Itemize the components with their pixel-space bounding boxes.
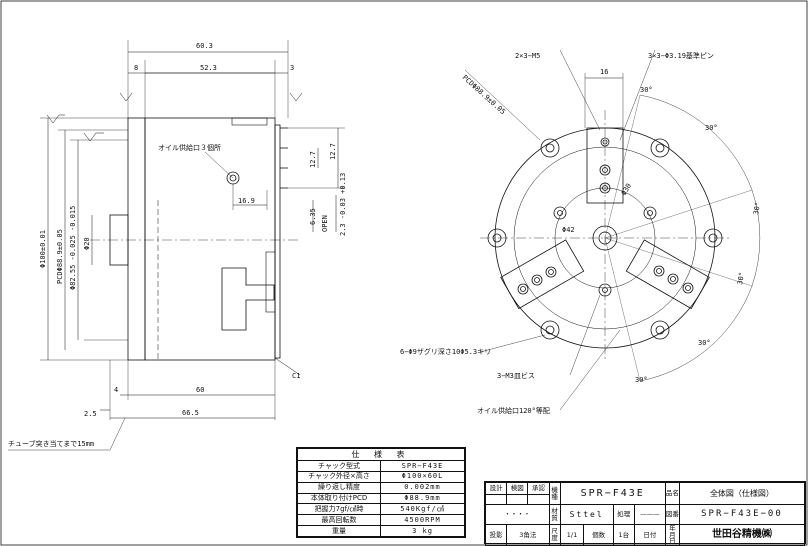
tb-drawing-no-label: 図番: [664, 504, 680, 525]
tb-material: Sttel: [559, 504, 614, 525]
tb-qty: 1台: [612, 524, 635, 546]
dim-82: Φ82.55 -0.025 -0.015: [69, 206, 77, 290]
dim-bottom-66-5: 66.5: [182, 409, 199, 417]
dim-pcd-left: PCDΦ88.9±0.05: [56, 229, 64, 284]
tb-treatment-label: 処理: [612, 504, 635, 525]
dim-bottom-4: 4: [114, 386, 118, 394]
dim-oil-port-offset: 16.9: [238, 197, 255, 205]
counterbore-label: 6−Φ9ザグリ深さ10Φ5.3キリ: [400, 347, 491, 356]
dim-body-width: 52.3: [200, 64, 217, 72]
dim-left-flange: 8: [134, 64, 138, 72]
spec-title: 仕 様 表: [297, 447, 465, 462]
dim-jaw-1: 12.7: [329, 143, 337, 160]
dim-bottom-2-5: 2.5: [84, 410, 97, 418]
tb-check: 検図: [506, 482, 529, 495]
dim-overall-width: 60.3: [196, 42, 213, 50]
spec-value: Φ88.9mm: [380, 492, 465, 505]
tb-qty-label: 個数: [583, 524, 614, 546]
spec-value: 3 kg: [380, 525, 465, 537]
spec-key: 最高回転数: [297, 514, 381, 527]
pcd-front-label: PCDΦ88.9±0.05: [461, 74, 507, 117]
m5-label: 2×3−M5: [515, 52, 540, 60]
dim-jaw-2: 12.7: [309, 151, 317, 168]
angle-30-3: 30°: [752, 201, 762, 215]
tb-material-label: 材質: [548, 504, 561, 525]
spec-value: 540Kgf/㎠: [380, 503, 465, 516]
front-view: [464, 49, 761, 411]
side-view: [8, 40, 345, 451]
tb-date: 年 月 日: [664, 524, 682, 546]
tb-dots: ・・・・: [485, 504, 550, 525]
tb-design: 設計: [484, 482, 508, 495]
tb-treatment: ———: [633, 504, 666, 525]
dim-jaw-3: 6.35: [309, 208, 317, 225]
spec-value: 0.002mm: [380, 481, 465, 494]
m3-label: 3−M3皿ビス: [497, 371, 535, 380]
tb-drawing-no: SPR−F43E−00: [678, 504, 806, 525]
tb-date-label: 日付: [633, 524, 666, 546]
dim-20: Φ20: [83, 237, 91, 250]
open-tolerance: 2.3 -0.03 +0.13: [339, 173, 347, 236]
tb-scale-label: 尺度: [548, 524, 561, 546]
open-label: OPEN: [321, 215, 329, 232]
tb-name: 全体図（仕様図）: [678, 482, 806, 505]
side-view-labels: 60.3 8 52.3 3 オイル供給口３個所 16.9 12.7 12.7 6…: [8, 42, 347, 448]
dim-bottom-60: 60: [196, 386, 204, 394]
tb-company: 世田谷精機㈱: [678, 524, 806, 546]
spec-key: 把握力7gf/㎠時: [297, 503, 381, 516]
spec-value: SPR−F43E: [380, 460, 465, 472]
spec-value: Φ100×60L: [380, 471, 465, 483]
tb-approve: 承認: [527, 482, 550, 495]
phi-42: Φ42: [562, 226, 575, 234]
tb-projection-label: 投影: [484, 524, 508, 546]
spec-key: 重量: [297, 525, 381, 537]
angle-30-4: 30°: [736, 271, 746, 285]
oil-port-label: オイル供給口３個所: [158, 143, 221, 152]
oil-120-label: オイル供給口120°等配: [477, 406, 550, 415]
tb-model: SPR−F43E: [559, 482, 666, 505]
tb-model-label: 機種: [548, 482, 561, 505]
spec-key: チャック外径×高さ: [297, 471, 381, 483]
phi-30: Φ30: [620, 182, 633, 197]
title-block: 設計 検図 承認 機種 SPR−F43E 品名 全体図（仕様図） ・・・・ 材質…: [484, 481, 806, 546]
dim-outer-diameter: Φ100±0.01: [39, 230, 47, 268]
angle-30-5: 30°: [698, 339, 711, 347]
tube-note: チューブ突き当てまで15mm: [8, 439, 94, 448]
spec-key: チャック型式: [297, 460, 381, 472]
dim-16: 16: [600, 68, 608, 76]
angle-30-2: 30°: [705, 124, 718, 132]
spec-value: 4500RPM: [380, 514, 465, 527]
spec-key: 繰り返し精度: [297, 481, 381, 494]
tb-name-label: 品名: [664, 482, 680, 505]
angle-30-1: 30°: [640, 86, 653, 94]
tb-projection: 3角法: [506, 524, 550, 546]
front-view-labels: 2×3−M5 3×3−Φ3.19基準ピン PCDΦ88.9±0.05 16 30…: [400, 51, 762, 415]
chamfer-label: C1: [292, 372, 300, 380]
dim-right-offset: 3: [290, 64, 294, 72]
angle-30-6: 30°: [635, 376, 648, 384]
tb-scale: 1/1: [559, 524, 585, 546]
pin-label: 3×3−Φ3.19基準ピン: [648, 51, 714, 60]
spec-key: 本体取り付けPCD: [297, 492, 381, 505]
